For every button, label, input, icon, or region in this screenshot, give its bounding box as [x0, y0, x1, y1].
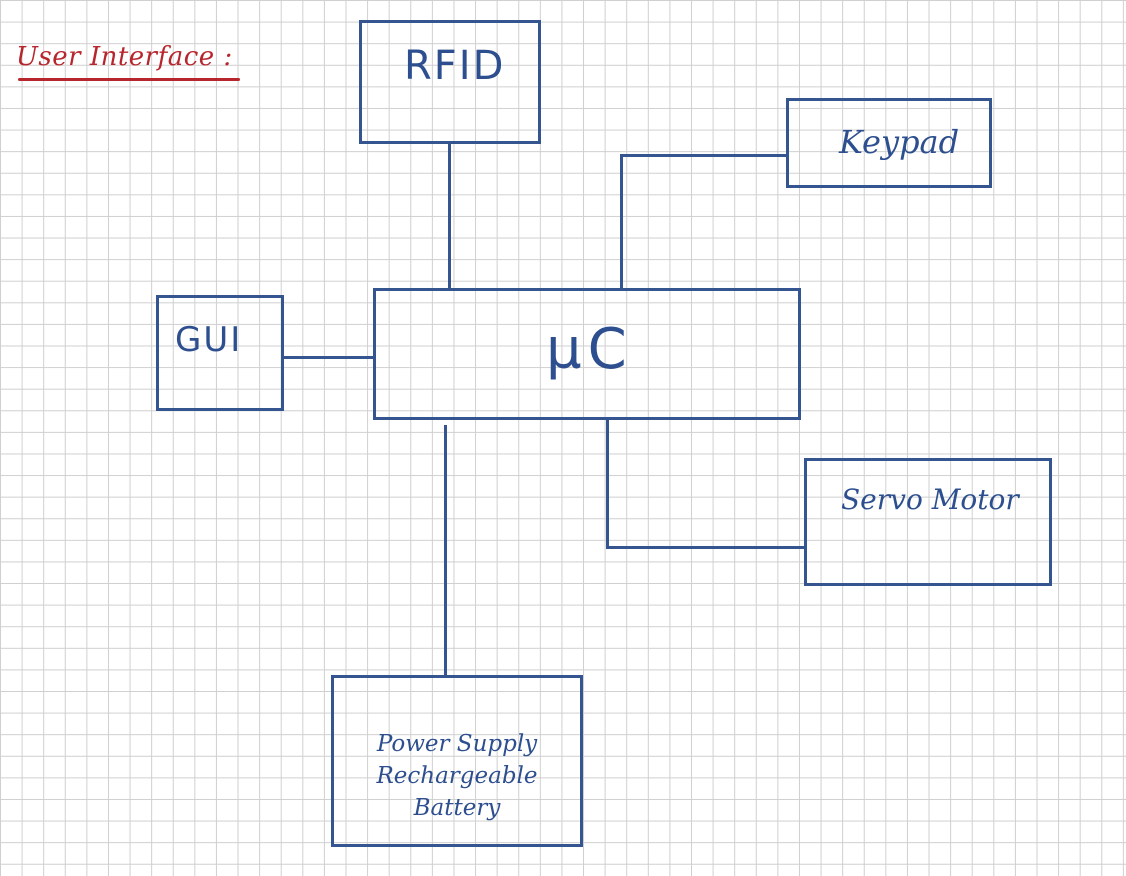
power-supply-line-3: Battery: [413, 795, 501, 821]
wire-mcu-to-power: [444, 425, 447, 677]
wire-rfid-to-mcu: [448, 143, 451, 290]
power-supply-line-1: Power Supply: [376, 731, 538, 757]
rfid-block: RFID: [359, 20, 541, 144]
gui-label: GUI: [175, 320, 243, 360]
keypad-block: Keypad: [786, 98, 992, 188]
power-supply-label: Power Supply Rechargeable Battery: [334, 728, 580, 824]
wire-mcu-to-servo-vertical: [606, 418, 609, 549]
wire-mcu-to-servo-horizontal: [606, 546, 806, 549]
microcontroller-block: µC: [373, 288, 801, 420]
power-supply-block: Power Supply Rechargeable Battery: [331, 675, 583, 847]
rfid-label: RFID: [404, 43, 506, 89]
diagram-title: User Interface :: [16, 42, 233, 72]
wire-mcu-to-keypad-horizontal: [620, 154, 788, 157]
wire-mcu-to-keypad-vertical: [620, 155, 623, 290]
title-underline: [18, 78, 240, 81]
keypad-label: Keypad: [839, 123, 960, 161]
diagram-title-group: User Interface :: [14, 38, 274, 86]
gui-block: GUI: [156, 295, 284, 411]
microcontroller-label: µC: [546, 317, 633, 382]
power-supply-line-2: Rechargeable: [376, 763, 538, 789]
servo-motor-label: Servo Motor: [841, 483, 1019, 516]
wire-gui-to-mcu: [282, 356, 375, 359]
servo-motor-block: Servo Motor: [804, 458, 1052, 586]
